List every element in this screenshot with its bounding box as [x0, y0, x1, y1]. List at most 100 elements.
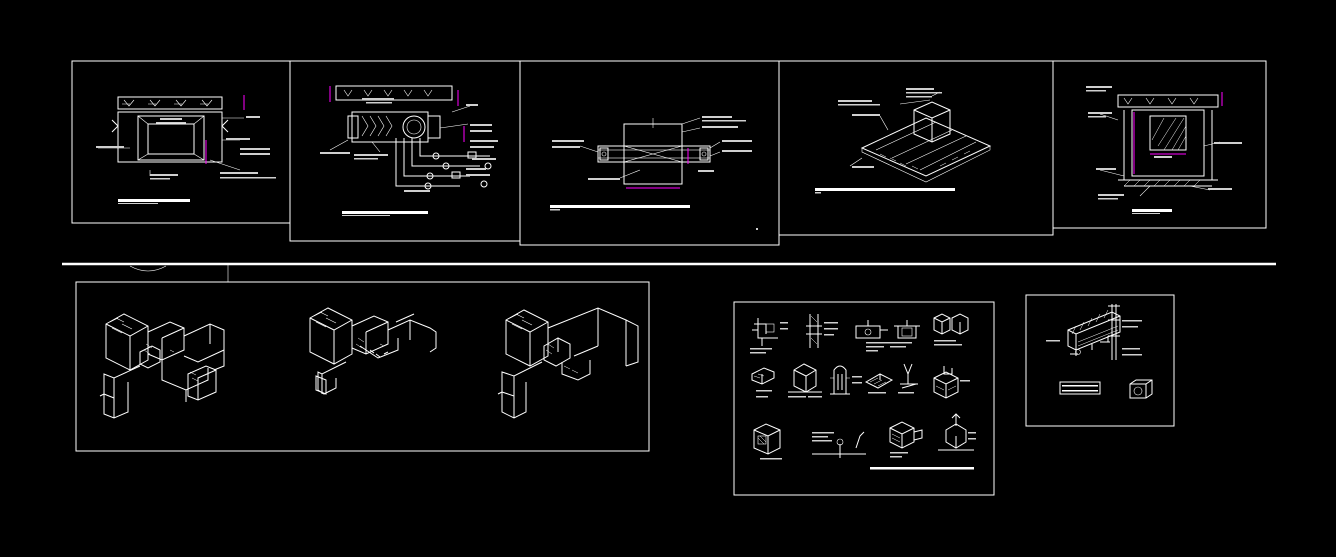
- detail-sheet-5[interactable]: [1052, 60, 1267, 229]
- diffuser-left: [497, 391, 515, 418]
- air-handler-unit: [505, 309, 549, 367]
- iso-hatching: [879, 150, 971, 170]
- fitting-detail-12: [753, 423, 782, 460]
- sheet-frame: [1052, 60, 1267, 229]
- branch-center: [161, 360, 209, 402]
- fitting-detail-11: [933, 366, 970, 399]
- fitting-detail-7: [788, 363, 822, 398]
- fitting-detail-6: [751, 367, 775, 398]
- detail-title-bar: [342, 211, 428, 214]
- fitting-detail-13: [812, 431, 866, 458]
- pipe-end: [1075, 349, 1081, 355]
- annotation-text-blocks: [96, 116, 276, 180]
- equipment-legend-block: [1059, 381, 1101, 395]
- detail-sheet-2[interactable]: [289, 60, 521, 242]
- air-handler-unit: [105, 313, 149, 371]
- round-duct-inner: [406, 119, 422, 135]
- fitting-detail-15: [938, 413, 976, 451]
- fitting-detail-4: [890, 320, 920, 348]
- duct-assembly-2[interactable]: [309, 307, 437, 395]
- valve-symbols: [424, 151, 492, 190]
- fitting-detail-10: [898, 363, 918, 394]
- fittings-details-sheet[interactable]: [733, 301, 995, 496]
- support-rods: [111, 119, 229, 133]
- detail-title-bar: [550, 205, 690, 208]
- branch-left: [501, 361, 543, 419]
- duct-inner: [147, 123, 195, 155]
- fitting-detail-14: [889, 421, 923, 458]
- connection-box: [427, 115, 441, 139]
- diffuser-left: [315, 375, 327, 395]
- grille-frame: [1131, 109, 1205, 177]
- duct-cross: [623, 145, 683, 163]
- iso-base-plate-lower: [861, 146, 991, 183]
- tee-fitting: [139, 345, 161, 369]
- hanger-bolts: [599, 147, 709, 161]
- sheet-mark: [756, 228, 758, 230]
- flex-connector: [359, 338, 399, 359]
- hanger-rail-inner: [597, 149, 711, 159]
- fitting-detail-2: [806, 314, 838, 348]
- sheet-frame: [75, 281, 650, 452]
- duct-assembly-1[interactable]: [99, 313, 225, 419]
- equipment-unit-small: [1129, 379, 1153, 399]
- equipment-legend-lines: [1062, 385, 1098, 392]
- fitting-detail-1: [750, 318, 788, 354]
- fitting-detail-8: [830, 365, 862, 395]
- unit-fan: [1133, 386, 1143, 396]
- grille-hatch: [1151, 117, 1187, 151]
- diffuser-left: [99, 393, 115, 418]
- duct-hatching: [545, 343, 579, 374]
- detail-title-bar: [815, 188, 955, 191]
- sheet-frame: [778, 60, 1054, 236]
- fitting-detail-9: [864, 373, 894, 394]
- plenum-vanes: [361, 115, 393, 137]
- strip-symbols: [343, 89, 433, 97]
- equipment-supports: [1070, 336, 1110, 356]
- supply-trunk: [147, 321, 185, 361]
- round-duct-connection: [402, 115, 426, 139]
- detail-title-subbar: [118, 203, 158, 204]
- branch-left: [103, 365, 141, 419]
- fitting-detail-5: [933, 313, 969, 346]
- leader-lines: [1099, 113, 1221, 197]
- air-handler-unit: [309, 307, 353, 365]
- support-lines: [1118, 110, 1218, 187]
- ceiling-strip: [1117, 94, 1219, 108]
- unit-grille: [509, 313, 533, 330]
- isometric-ducts-sheet[interactable]: [75, 281, 650, 452]
- equipment-column: [1108, 304, 1120, 360]
- equipment-hatch: [1071, 309, 1119, 347]
- annotation-text-blocks: [1046, 320, 1142, 356]
- detail-sheet-4[interactable]: [778, 60, 1054, 236]
- annotation-text-blocks: [320, 98, 498, 192]
- detail-title-subbar: [550, 209, 560, 211]
- iso-rails: [875, 121, 977, 171]
- plenum-neck: [347, 115, 359, 139]
- branch-center: [561, 360, 591, 381]
- ceiling-header: [117, 96, 223, 110]
- detail-title-subbar: [342, 215, 390, 216]
- annotation-text-blocks: [838, 88, 942, 168]
- duct-assembly-3[interactable]: [497, 307, 639, 419]
- duct-diagonals: [137, 115, 205, 161]
- diffuser-right: [187, 365, 217, 401]
- detail-sheet-3[interactable]: [519, 60, 780, 246]
- duct-outer: [137, 115, 205, 161]
- branch-right: [183, 323, 225, 371]
- control-lines: [395, 138, 490, 187]
- duct-hatching: [143, 343, 199, 382]
- branch-right: [387, 313, 437, 353]
- equipment-detail-sheet[interactable]: [1025, 294, 1175, 427]
- branch-left: [317, 361, 347, 395]
- unit-grille: [109, 317, 133, 334]
- detail-title-subbar: [815, 192, 821, 194]
- detail-sheet-1[interactable]: [71, 60, 291, 224]
- leader-lines: [329, 105, 471, 153]
- ceiling-strip: [335, 85, 453, 101]
- diffuser-symbols: [122, 99, 213, 107]
- duct-hatching: [355, 337, 385, 349]
- supply-trunk: [547, 307, 639, 367]
- tee-fitting: [543, 337, 571, 367]
